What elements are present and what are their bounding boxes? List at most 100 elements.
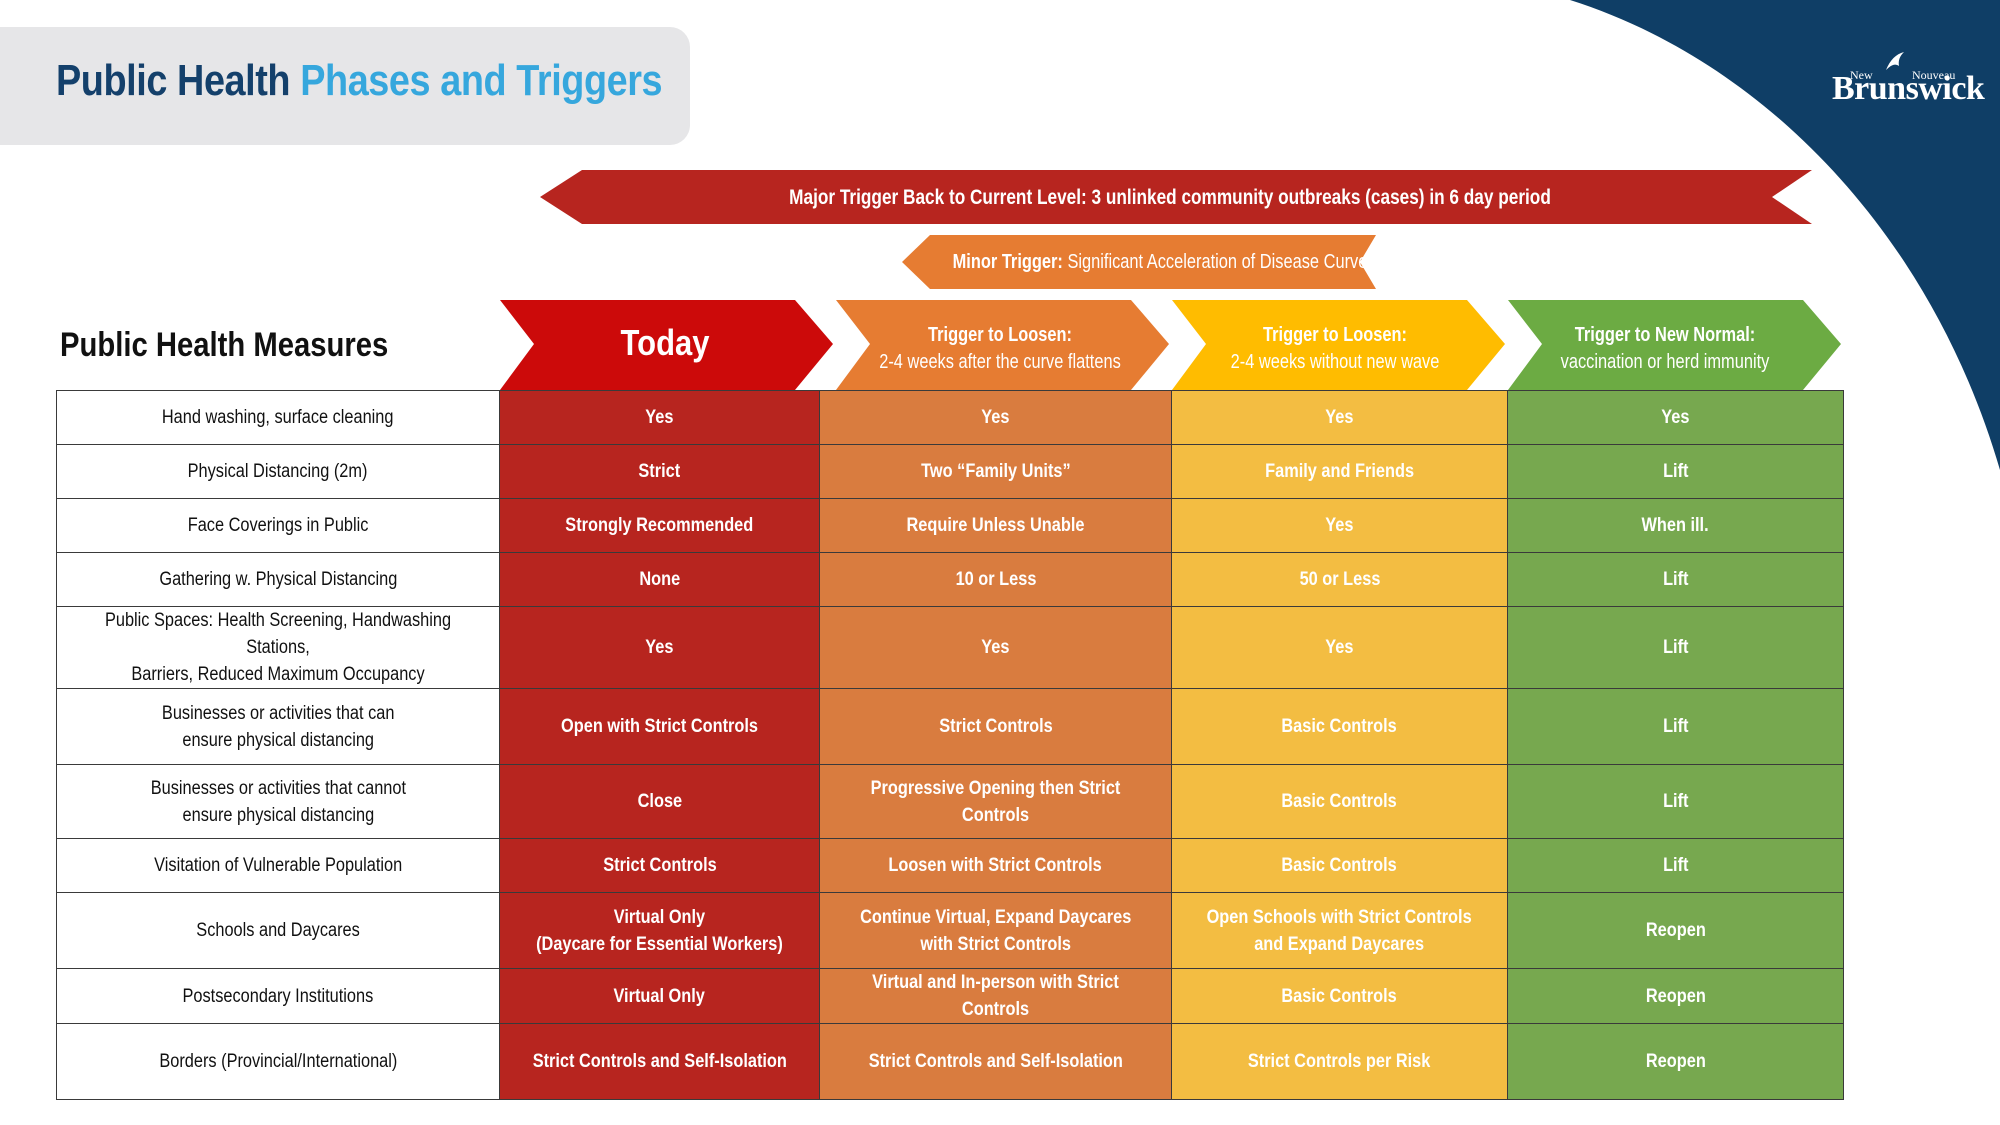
phase-3-cell: Basic Controls <box>1171 688 1508 765</box>
today-value: Virtual Only (Daycare for Essential Work… <box>536 906 783 955</box>
phase-4-value: Yes <box>1661 407 1690 428</box>
today-value: None <box>639 569 680 590</box>
measure-label: Gathering w. Physical Distancing <box>159 569 397 590</box>
today-cell: Virtual Only (Daycare for Essential Work… <box>499 892 820 969</box>
phase-3-cell: Yes <box>1171 498 1508 553</box>
measure-label: Businesses or activities that cannot ens… <box>150 777 406 826</box>
today-value: Open with Strict Controls <box>561 716 758 737</box>
phase-2-header: Trigger to Loosen: 2-4 weeks after the c… <box>873 322 1127 376</box>
today-value: Strict Controls and Self-Isolation <box>532 1051 787 1072</box>
today-cell: Virtual Only <box>499 968 820 1024</box>
phase-4-title: Trigger to New Normal: <box>1574 324 1756 346</box>
measure-label: Schools and Daycares <box>196 920 360 941</box>
today-cell: Strict <box>499 444 820 499</box>
today-value: Strongly Recommended <box>565 515 754 536</box>
phase-3-value: Basic Controls <box>1281 855 1398 876</box>
phase-4-arrow <box>1508 300 1841 390</box>
minor-trigger-label: Minor Trigger: Significant Acceleration … <box>947 251 1373 274</box>
phase-4-cell: Lift <box>1507 838 1844 893</box>
phase-4-value: Lift <box>1662 791 1689 812</box>
measure-label: Borders (Provincial/International) <box>159 1051 397 1072</box>
today-value: Virtual Only <box>613 985 706 1007</box>
measures-heading: Public Health Measures <box>60 326 389 364</box>
phase-2-value: Yes <box>981 407 1010 428</box>
logo-nouveau: Nouveau <box>1912 68 1956 82</box>
phase-4-cell: Reopen <box>1507 968 1844 1024</box>
table-row: Borders (Provincial/International) Stric… <box>56 1023 1844 1100</box>
today-cell: Yes <box>499 606 820 689</box>
phase-2-value: Loosen with Strict Controls <box>888 855 1103 876</box>
phase-3-title: Trigger to Loosen: <box>1263 324 1407 346</box>
today-value: Yes <box>645 407 674 428</box>
table-row: Businesses or activities that can ensure… <box>56 688 1844 765</box>
phase-2-subtitle: 2-4 weeks after the curve flattens <box>879 351 1121 373</box>
measure-cell: Face Coverings in Public <box>56 498 500 553</box>
today-cell: Strict Controls and Self-Isolation <box>499 1023 820 1100</box>
phase-3-cell: 50 or Less <box>1171 552 1508 607</box>
minor-trigger-text: Significant Acceleration of Disease Curv… <box>1067 251 1368 273</box>
phase-3-cell: Basic Controls <box>1171 968 1508 1024</box>
table-row: Businesses or activities that cannot ens… <box>56 764 1844 839</box>
title-panel <box>0 27 690 145</box>
minor-trigger-title: Minor Trigger: <box>952 251 1063 273</box>
phase-4-header: Trigger to New Normal: vaccination or he… <box>1538 322 1792 376</box>
measure-cell: Gathering w. Physical Distancing <box>56 552 500 607</box>
measure-cell: Businesses or activities that cannot ens… <box>56 764 500 839</box>
phase-2-value: Yes <box>981 637 1010 658</box>
phase-2-cell: Virtual and In-person with Strict Contro… <box>819 968 1172 1024</box>
phase-3-cell: Basic Controls <box>1171 838 1508 893</box>
measure-label: Visitation of Vulnerable Population <box>153 855 403 876</box>
phase-4-cell: Yes <box>1507 390 1844 445</box>
measure-label: Face Coverings in Public <box>187 515 369 536</box>
measure-cell: Postsecondary Institutions <box>56 968 500 1024</box>
table-row: Hand washing, surface cleaning Yes Yes Y… <box>56 390 1844 445</box>
measure-cell: Physical Distancing (2m) <box>56 444 500 499</box>
phase-3-cell: Basic Controls <box>1171 764 1508 839</box>
table-row: Physical Distancing (2m) Strict Two “Fam… <box>56 444 1844 499</box>
today-cell: Yes <box>499 390 820 445</box>
phase-3-cell: Yes <box>1171 606 1508 689</box>
major-trigger-label: Major Trigger Back to Current Level: 3 u… <box>789 186 1551 209</box>
phase-2-title: Trigger to Loosen: <box>928 324 1072 346</box>
phase-2-cell: Continue Virtual, Expand Daycares with S… <box>819 892 1172 969</box>
phase-3-value: Open Schools with Strict Controls and Ex… <box>1206 906 1473 955</box>
phase-3-value: Strict Controls per Risk <box>1248 1051 1431 1072</box>
new-brunswick-logo: New Nouveau Brunswick <box>1820 52 1985 108</box>
phase-4-value: Lift <box>1662 637 1689 658</box>
phase-3-cell: Family and Friends <box>1171 444 1508 499</box>
table-row: Postsecondary Institutions Virtual Only … <box>56 968 1844 1024</box>
table-row: Public Spaces: Health Screening, Handwas… <box>56 606 1844 689</box>
title-part-1: Public Health <box>56 56 291 105</box>
today-cell: Open with Strict Controls <box>499 688 820 765</box>
today-cell: None <box>499 552 820 607</box>
title-part-2: Phases and Triggers <box>300 56 663 105</box>
phase-4-cell: Lift <box>1507 552 1844 607</box>
table-row: Visitation of Vulnerable Population Stri… <box>56 838 1844 893</box>
phase-4-cell: Reopen <box>1507 892 1844 969</box>
phase-2-cell: Two “Family Units” <box>819 444 1172 499</box>
phase-4-value: Lift <box>1662 716 1689 737</box>
phase-3-subtitle: 2-4 weeks without new wave <box>1230 351 1440 373</box>
phase-3-cell: Open Schools with Strict Controls and Ex… <box>1171 892 1508 969</box>
phase-4-cell: Lift <box>1507 764 1844 839</box>
minor-trigger-arrow <box>902 235 1376 289</box>
phase-4-cell: Lift <box>1507 688 1844 765</box>
logo-new: New <box>1850 68 1873 82</box>
phase-2-arrow <box>836 300 1169 390</box>
page-title: Public Health Phases and Triggers <box>56 56 663 106</box>
phase-4-value: When ill. <box>1641 515 1710 536</box>
phase-today-arrow <box>500 300 833 390</box>
phase-today-title: Today <box>620 322 710 363</box>
phase-2-cell: 10 or Less <box>819 552 1172 607</box>
today-cell: Close <box>499 764 820 839</box>
measure-cell: Borders (Provincial/International) <box>56 1023 500 1100</box>
phase-3-arrow <box>1172 300 1505 390</box>
phase-4-cell: Reopen <box>1507 1023 1844 1100</box>
today-cell: Strongly Recommended <box>499 498 820 553</box>
measure-label: Postsecondary Institutions <box>182 985 374 1007</box>
today-cell: Strict Controls <box>499 838 820 893</box>
phase-3-cell: Strict Controls per Risk <box>1171 1023 1508 1100</box>
phase-2-cell: Require Unless Unable <box>819 498 1172 553</box>
phase-4-cell: Lift <box>1507 444 1844 499</box>
phase-3-value: Yes <box>1325 515 1354 536</box>
